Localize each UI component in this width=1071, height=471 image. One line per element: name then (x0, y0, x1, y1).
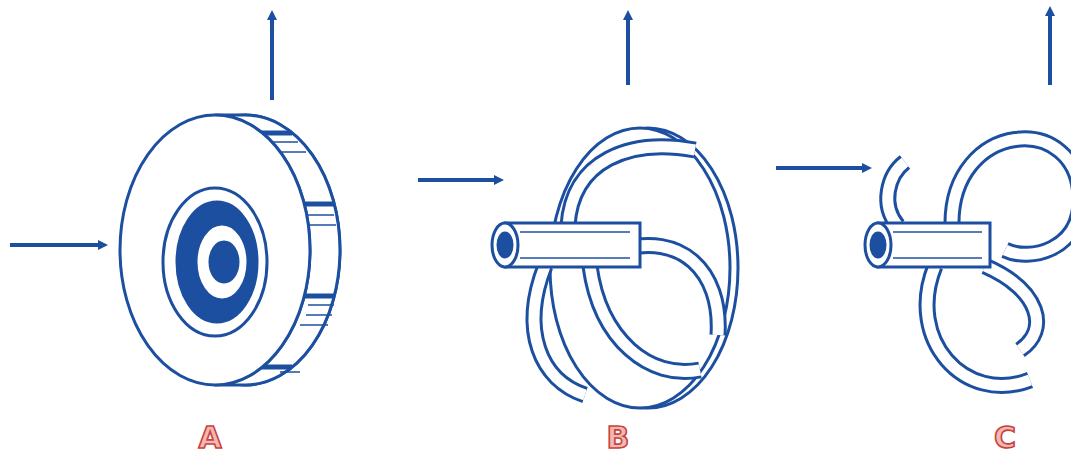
figure-letter: B (607, 423, 630, 453)
open-impeller (865, 139, 1071, 386)
semi-open-impeller (492, 128, 738, 408)
closed-impeller (120, 115, 340, 385)
figure-letter: C (994, 423, 1016, 453)
figure-letter: A (198, 423, 221, 453)
flow-arrows (10, 10, 1050, 245)
